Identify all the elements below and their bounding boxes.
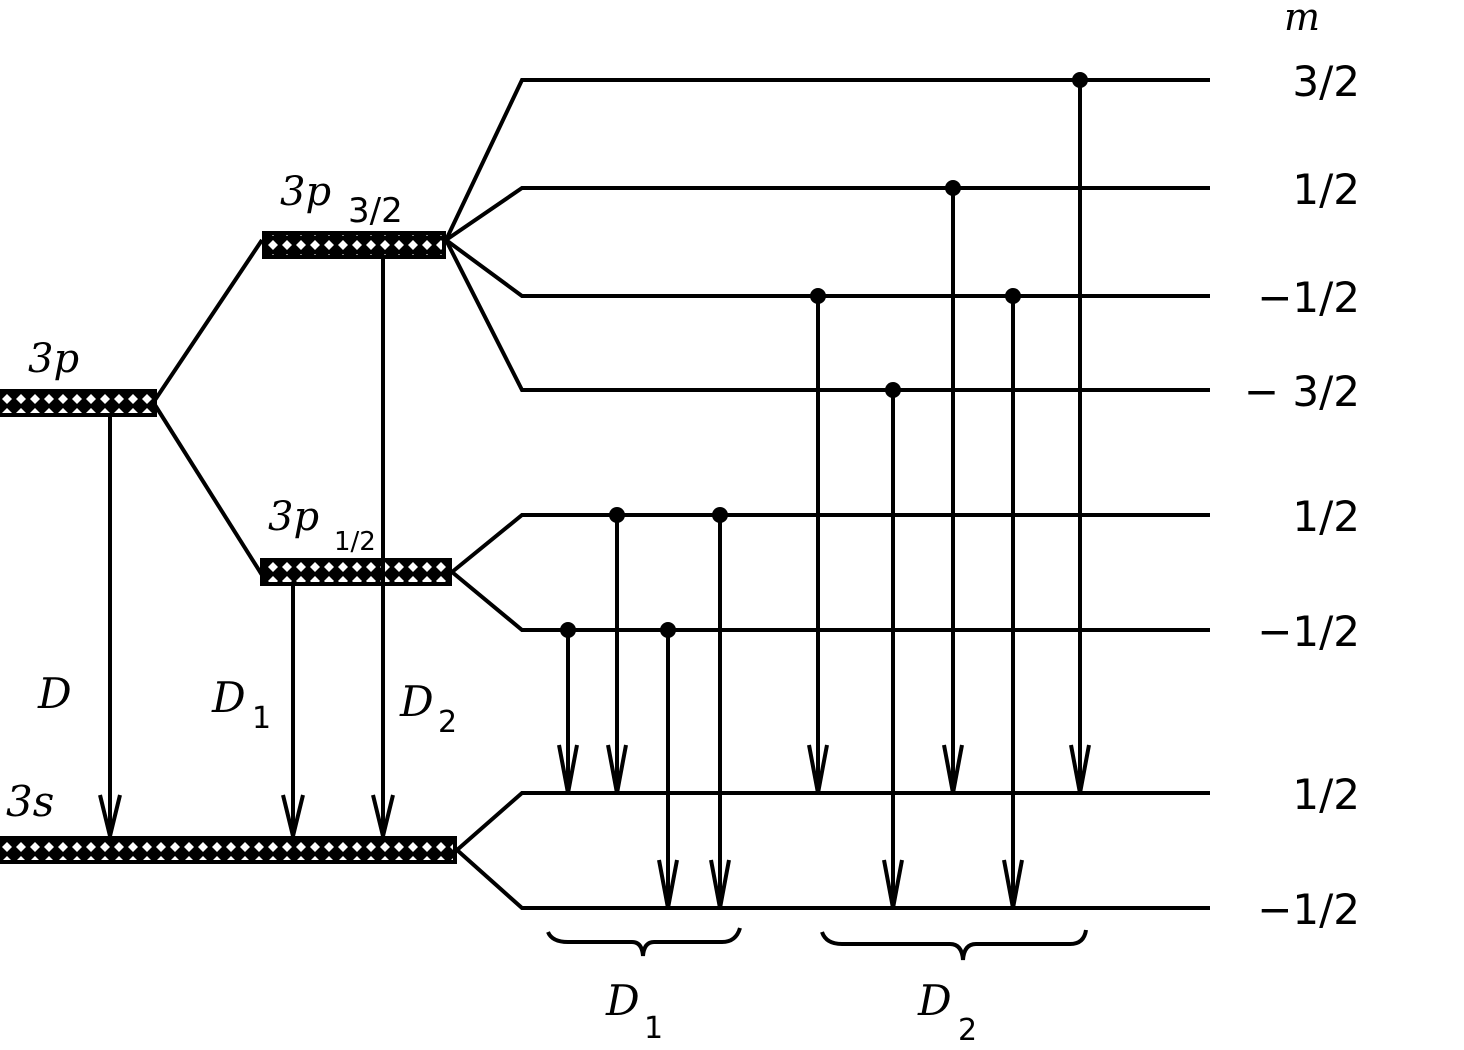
group-braces — [546, 927, 1088, 961]
line-D1-label: D — [211, 673, 246, 722]
fine-splitting-connectors — [153, 238, 264, 577]
group-D1-label: D — [605, 976, 640, 1025]
m-value-label: 3/2 — [1292, 57, 1360, 106]
m-value-label: −1/2 — [1257, 885, 1360, 934]
sublevel-line — [444, 238, 1210, 298]
line-D2-subscript: 2 — [438, 705, 457, 740]
transition-arrow-d2 — [1002, 288, 1024, 909]
line-D-label: D — [37, 669, 72, 718]
m-value-label: 1/2 — [1292, 165, 1360, 214]
term-3p12-subscript: 1/2 — [334, 527, 376, 557]
brace-D1 — [546, 927, 742, 957]
m-value-label: −1/2 — [1257, 607, 1360, 656]
level-3p-bar — [0, 389, 157, 417]
m-value-labels: 3/2 1/2 −1/2 − 3/2 1/2 −1/2 1/2 −1/2 — [1244, 57, 1360, 934]
transition-arrowhead — [1002, 859, 1024, 909]
zeeman-transitions — [557, 72, 1091, 909]
m-value-label: 1/2 — [1292, 770, 1360, 819]
connector-3p-to-3p12 — [153, 403, 264, 577]
transition-arrow-d2 — [807, 288, 829, 794]
transition-arrow-d1 — [606, 507, 628, 794]
sublevel-line — [450, 513, 1210, 574]
sublevel-line — [444, 186, 1210, 242]
transition-arrowhead — [1069, 744, 1091, 794]
m-axis-header: m — [1284, 0, 1320, 39]
level-3p32-bar — [262, 231, 446, 259]
transition-arrowhead — [807, 744, 829, 794]
group-D2-subscript: 2 — [958, 1013, 977, 1048]
transition-arrow-d1 — [709, 507, 731, 909]
m-value-label: 1/2 — [1292, 492, 1360, 541]
transition-arrowhead — [606, 744, 628, 794]
transition-arrow-d2 — [942, 180, 964, 794]
term-3p-label: 3p — [28, 336, 79, 382]
term-3s-label: 3s — [6, 777, 54, 826]
sublevel-line — [455, 848, 1210, 910]
line-D1-subscript: 1 — [252, 701, 271, 736]
fine-structure-levels — [0, 231, 457, 864]
transition-arrow-d1 — [657, 622, 679, 909]
m-value-label: − 3/2 — [1244, 367, 1360, 416]
brace-D2 — [820, 929, 1088, 961]
level-3p12-bar — [260, 558, 452, 586]
term-3p32-label: 3p — [280, 169, 331, 215]
connector-3p-to-3p32 — [153, 238, 264, 402]
sublevel-line — [455, 791, 1210, 852]
sublevel-line — [444, 78, 1210, 241]
arrow-D1-head — [281, 794, 305, 837]
transition-arrowhead — [557, 744, 579, 794]
transition-arrowhead — [657, 859, 679, 909]
group-D1-subscript: 1 — [644, 1011, 663, 1046]
unsplit-transitions — [98, 257, 395, 837]
arrow-D2-head — [371, 794, 395, 837]
term-3p32-subscript: 3/2 — [348, 191, 403, 231]
zeeman-sublevels — [444, 78, 1210, 910]
sublevel-line — [444, 239, 1210, 392]
transition-arrowhead — [709, 859, 731, 909]
line-D2-label: D — [399, 677, 434, 726]
sublevel-line — [450, 570, 1210, 632]
transition-arrow-d2 — [882, 382, 904, 909]
transition-arrow-d1 — [557, 622, 579, 794]
group-D2-label: D — [917, 976, 952, 1025]
arrow-D-head — [98, 794, 122, 837]
level-3s-bar — [0, 836, 457, 864]
transition-arrow-d2 — [1069, 72, 1091, 794]
term-3p12-label: 3p — [268, 494, 319, 540]
transition-arrowhead — [942, 744, 964, 794]
m-value-label: −1/2 — [1257, 273, 1360, 322]
transition-arrowhead — [882, 859, 904, 909]
